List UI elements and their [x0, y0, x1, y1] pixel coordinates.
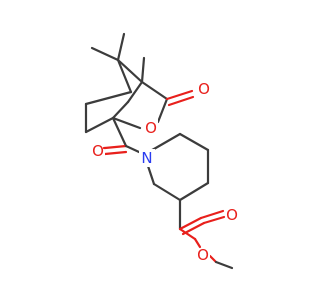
bond-carbonyl-ringO [156, 97, 169, 124]
bond-c4p-c5p [178, 181, 210, 202]
bond-c2-c3p [178, 132, 210, 152]
bond-amide-double-1 [103, 144, 128, 150]
bond-c1-c3 [111, 100, 130, 120]
bond-gemdimethyl-1 [90, 46, 120, 62]
molecule-structure: O O O N O O [84, 32, 239, 270]
bond-c1-amideC [111, 116, 128, 148]
bond-c5p-c6p [152, 182, 182, 202]
bond-amideC-N [124, 144, 141, 154]
bond-methyl-c4 [140, 56, 146, 84]
bond-group-piperidine [144, 132, 210, 202]
bond-c4-carbonyl [140, 80, 169, 101]
bond-ester-double-to-O-2 [202, 215, 226, 225]
bond-esterO-link [193, 237, 202, 249]
atom-amide-oxygen: O [92, 142, 104, 160]
bond-group-connectors [102, 146, 226, 249]
bond-gemdimethyl-2 [116, 32, 126, 62]
atom-labels: O O O N O O [91, 80, 239, 264]
bond-esterC-O [178, 227, 197, 241]
bond-methyl [214, 260, 234, 270]
bond-ester-double-to-O-1 [199, 209, 225, 220]
bond-bridge-top-left [116, 58, 133, 94]
bond-carbonyl-double-2 [167, 95, 195, 107]
atom-ring-oxygen-lactone: O [145, 119, 157, 137]
bond-c4-c3 [126, 80, 144, 104]
bond-c6p-N [146, 164, 156, 186]
atom-amide-nitrogen: N [141, 149, 152, 167]
bond-N-c2 [152, 132, 182, 151]
bond-ester-double-1 [178, 216, 203, 231]
bond-left-lower [84, 116, 115, 134]
bond-left-upper [84, 90, 133, 106]
bond-bridge-top-right [116, 58, 144, 84]
bond-group-amide [103, 144, 141, 156]
bond-carbonyl-double-1 [165, 89, 194, 101]
bond-group-ester [178, 198, 234, 270]
atom-ester-oxygen: O [197, 246, 209, 264]
atom-carbonyl-oxygen-lactone: O [198, 80, 210, 98]
atom-ester-carbonyl-oxygen: O [226, 206, 238, 224]
bond-group-bicycle [84, 32, 195, 148]
bond-O-methyl [208, 254, 218, 264]
bond-c1-ringO [111, 116, 142, 130]
bond-amide-double-2 [103, 150, 128, 156]
